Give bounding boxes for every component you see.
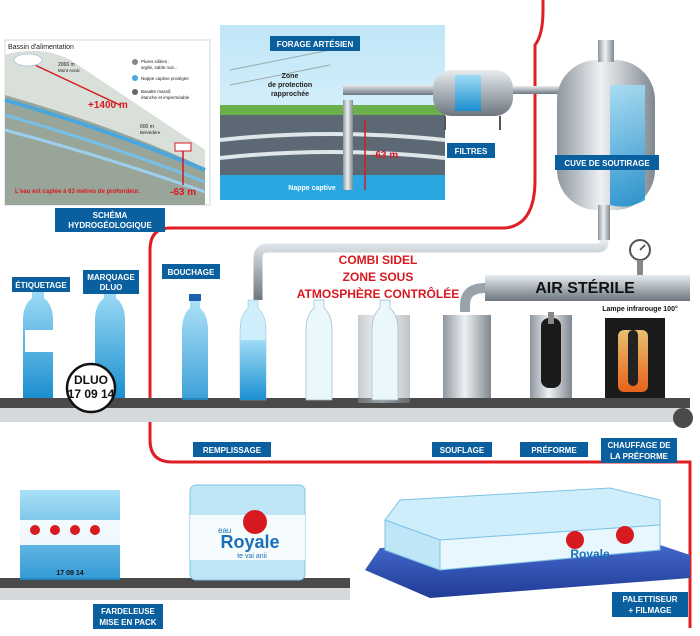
label-soufflage: SOUFLAGE xyxy=(440,446,485,455)
label-schema-l1: SCHÉMA xyxy=(93,211,128,220)
label-marquage-l1: MARQUAGE xyxy=(87,273,135,282)
nappe-captive: Nappe captive xyxy=(288,185,336,192)
storage-tank xyxy=(557,40,655,240)
label-soufflage-bg xyxy=(432,442,492,457)
air-pipe xyxy=(485,275,690,301)
label-filtres: FILTRES xyxy=(455,147,488,156)
label-forage-bg xyxy=(270,36,360,51)
pack-date: 17 09 14 xyxy=(56,570,83,577)
label-remplissage-bg xyxy=(193,442,271,457)
combi-l3: ATMOSPHÈRE CONTRÔLÉE xyxy=(297,286,459,301)
label-filtres-bg xyxy=(447,143,495,158)
bassin-text: Bassin d'alimentation xyxy=(8,44,74,51)
brand-small: eau xyxy=(218,526,231,535)
zone-l3: rapprochée xyxy=(271,91,309,98)
label-fardeleuse-l2: MISE EN PACK xyxy=(99,618,156,627)
brand-tagline: te vai anii xyxy=(237,553,267,560)
geo-caption: L'eau est captée à 63 mètres de profonde… xyxy=(15,189,140,195)
geo-minus-63: -63 m xyxy=(170,187,196,198)
label-palettiseur-l2: + FILMAGE xyxy=(629,606,673,615)
label-etiquetage-bg xyxy=(12,277,70,292)
label-forage: FORAGE ARTÉSIEN xyxy=(277,40,354,49)
legend-1: Pluies siliées : xyxy=(141,59,170,64)
legend-3b: étanche et imperméable xyxy=(141,95,190,100)
legend-2: Nappe captive protégée xyxy=(141,76,189,81)
label-bouchage: BOUCHAGE xyxy=(168,268,215,277)
label-chauffage-bg xyxy=(601,438,677,463)
alt-600: 600 m xyxy=(140,124,154,130)
combi-l1: COMBI SIDEL xyxy=(339,253,418,267)
alt-2066: 2066 m xyxy=(58,62,75,68)
label-bouchage-bg xyxy=(162,264,220,279)
label-remplissage: REMPLISSAGE xyxy=(203,446,262,455)
zone-l2: de protection xyxy=(268,82,312,89)
blow-mould xyxy=(443,315,491,405)
controlled-zone-border xyxy=(148,0,692,628)
dluo-badge xyxy=(65,362,117,414)
line-bottles xyxy=(182,294,410,403)
label-marquage-l2: DLUO xyxy=(100,283,123,292)
label-palettiseur-bg xyxy=(612,592,688,617)
label-chauffage-l2: LA PRÉFORME xyxy=(610,452,669,461)
label-marquage-bg xyxy=(83,270,139,294)
dluo-l2: 17 09 14 xyxy=(68,387,115,401)
label-schema-bg xyxy=(55,208,165,232)
dluo-l1: DLUO xyxy=(74,373,108,387)
plus-1400: +1400 m xyxy=(88,100,128,111)
pack-bottles: 17 09 14 xyxy=(20,490,120,580)
alt-2066-sub: Mont Aorai xyxy=(58,68,80,73)
upper-conveyor xyxy=(0,398,690,408)
forage-panel: Zone de protection rapprochée -63 m Napp… xyxy=(219,25,446,200)
forage-minus-63: -63 m xyxy=(372,150,398,161)
label-cuve: CUVE DE SOUTIRAGE xyxy=(564,159,650,168)
label-etiquetage: ÉTIQUETAGE xyxy=(15,281,67,290)
filter-unit xyxy=(433,70,563,130)
label-fardeleuse-l1: FARDELEUSE xyxy=(101,607,155,616)
pallet-brand: Royale xyxy=(570,547,610,561)
label-chauffage-l1: CHAUFFAGE DE xyxy=(607,441,671,450)
label-preforme-bg xyxy=(520,442,588,457)
combi-l2: ZONE SOUS xyxy=(343,270,414,284)
lower-conveyor xyxy=(0,578,350,588)
pallet: Royale xyxy=(365,487,690,598)
legend-3: Basalte massif, xyxy=(141,89,172,94)
zone-l1: Zone xyxy=(282,73,299,80)
label-fardeleuse-bg xyxy=(93,604,163,629)
lampe-text: Lampe infrarouge 100° xyxy=(602,305,678,313)
hydrogeology-panel: Bassin d'alimentation 2066 m Mont Aorai … xyxy=(4,39,211,206)
brand-name: Royale xyxy=(220,532,279,552)
pack-product: eau Royale te vai anii xyxy=(189,484,306,581)
label-preforme: PRÉFORME xyxy=(531,446,577,455)
alt-600-sub: Belvédère xyxy=(140,130,161,135)
legend-1b: argile, sable noir... xyxy=(141,65,178,70)
label-schema-l2: HYDROGÉOLOGIQUE xyxy=(68,221,152,230)
label-cuve-bg xyxy=(555,155,659,170)
label-palettiseur-l1: PALETTISEUR xyxy=(623,595,678,604)
air-sterile-text: AIR STÉRILE xyxy=(535,278,635,297)
